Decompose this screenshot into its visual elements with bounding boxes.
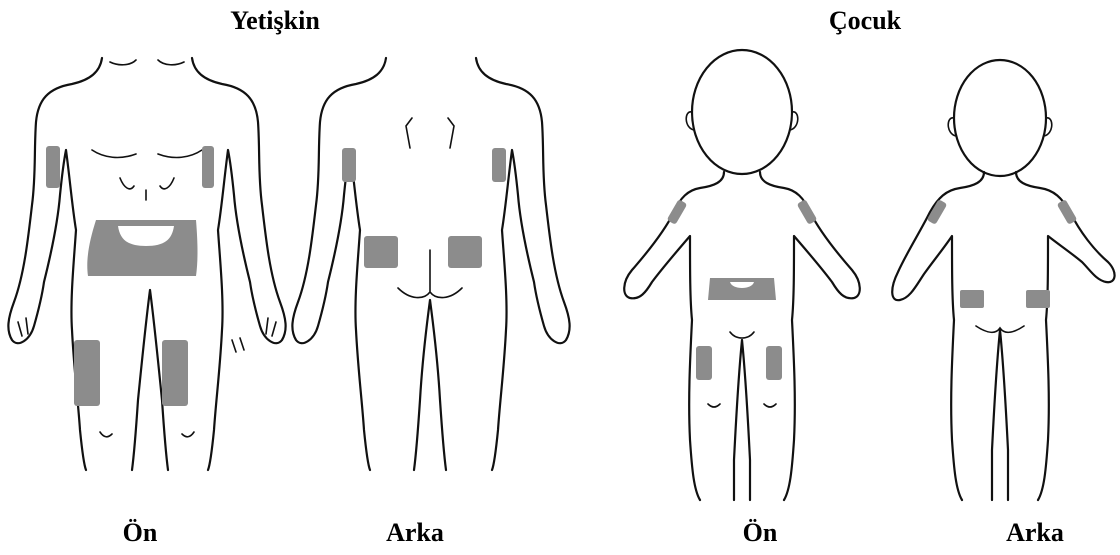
adult-front-right-arm-site (202, 146, 214, 188)
child-front-figure (624, 50, 860, 500)
adult-front-figure (8, 58, 285, 470)
adult-front-abdomen-site (87, 220, 197, 276)
adult-back-right-arm-site (492, 148, 506, 182)
adult-back-right-flank-site (448, 236, 482, 268)
child-back-right-flank-site (1026, 290, 1050, 308)
adult-back-outline (292, 58, 569, 470)
adult-back-left-flank-site (364, 236, 398, 268)
child-front-right-thigh-site (766, 346, 782, 380)
child-front-right-arm-site (797, 199, 818, 225)
child-back-right-arm-site (1057, 199, 1078, 225)
adult-front-left-arm-site (46, 146, 60, 188)
child-back-ears (948, 118, 1052, 136)
child-back-body-outline (892, 172, 1114, 500)
adult-front-left-thigh-site (74, 340, 100, 406)
adult-back-details (398, 118, 462, 298)
child-front-abdomen-site (708, 278, 776, 300)
child-front-body-outline (624, 172, 860, 500)
child-front-left-arm-site (667, 199, 688, 225)
adult-back-left-arm-site (342, 148, 356, 182)
child-back-left-flank-site (960, 290, 984, 308)
child-front-head (692, 50, 792, 174)
adult-back-figure (292, 58, 569, 470)
child-back-head (954, 60, 1046, 176)
child-front-left-thigh-site (696, 346, 712, 380)
child-back-figure (892, 60, 1114, 500)
adult-front-right-thigh-site (162, 340, 188, 406)
child-front-ears (686, 112, 798, 130)
